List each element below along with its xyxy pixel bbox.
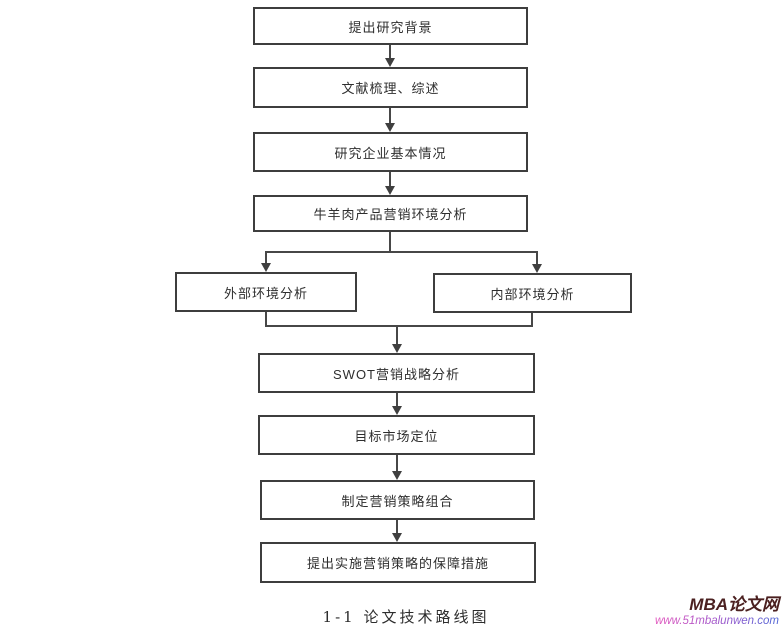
arrow-down-icon	[392, 533, 402, 542]
flow-node-research-background: 提出研究背景	[253, 7, 528, 45]
flow-node-external-environment: 外部环境分析	[175, 272, 357, 312]
figure-caption: 1-1 论文技术路线图	[322, 608, 490, 626]
flow-node-label: SWOT营销战略分析	[333, 366, 460, 382]
flow-node-enterprise-basics: 研究企业基本情况	[253, 132, 528, 172]
connector-line	[536, 251, 538, 265]
watermark-site-name: MBA论文网	[689, 595, 779, 614]
connector-line	[265, 312, 267, 327]
watermark-site-url: www.51mbalunwen.com	[654, 614, 779, 627]
connector-line	[396, 455, 398, 472]
connector-line	[531, 313, 533, 327]
flow-node-label: 牛羊肉产品营销环境分析	[313, 207, 468, 222]
arrow-down-icon	[385, 186, 395, 195]
flow-node-label: 文献梳理、综述	[341, 81, 440, 96]
connector-line	[389, 45, 391, 59]
connector-line	[396, 325, 398, 345]
flow-node-swot-analysis: SWOT营销战略分析	[258, 353, 535, 393]
arrow-down-icon	[385, 123, 395, 132]
connector-line	[396, 520, 398, 534]
watermark: MBA论文网 www.51mbalunwen.com	[654, 595, 779, 627]
connector-line	[389, 172, 391, 187]
flow-node-label: 目标市场定位	[354, 428, 439, 444]
flow-node-marketing-mix: 制定营销策略组合	[260, 480, 535, 520]
flow-node-safeguard-measures: 提出实施营销策略的保障措施	[260, 542, 536, 583]
connector-line	[396, 393, 398, 407]
flow-node-label: 提出研究背景	[348, 19, 433, 35]
connector-line	[389, 108, 391, 124]
flow-node-label: 研究企业基本情况	[334, 145, 447, 161]
arrow-down-icon	[392, 406, 402, 415]
connector-line	[265, 251, 538, 253]
arrow-down-icon	[261, 263, 271, 272]
connector-line	[265, 325, 533, 327]
arrow-down-icon	[392, 471, 402, 480]
flow-node-label: 提出实施营销策略的保障措施	[306, 556, 489, 571]
connector-line	[265, 251, 267, 264]
flow-node-literature-review: 文献梳理、综述	[253, 67, 528, 108]
flow-node-marketing-environment: 牛羊肉产品营销环境分析	[253, 195, 528, 232]
arrow-down-icon	[532, 264, 542, 273]
arrow-down-icon	[385, 58, 395, 67]
flow-node-label: 制定营销策略组合	[341, 493, 454, 509]
flow-node-label: 外部环境分析	[223, 285, 308, 301]
arrow-down-icon	[392, 344, 402, 353]
flow-node-label: 内部环境分析	[490, 286, 575, 302]
flow-node-internal-environment: 内部环境分析	[433, 273, 632, 313]
flow-node-target-market: 目标市场定位	[258, 415, 535, 455]
connector-line	[389, 232, 391, 253]
